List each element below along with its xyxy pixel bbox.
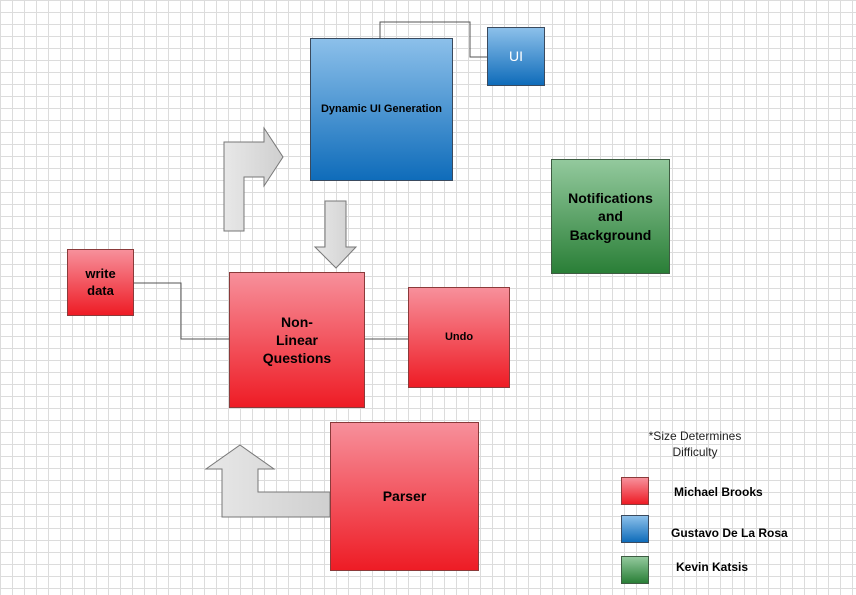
legend-swatch-michael-brooks xyxy=(621,477,649,505)
bent-arrow-up-left-icon xyxy=(204,444,331,518)
node-label: UI xyxy=(509,48,523,65)
legend-note: *Size Determines Difficulty xyxy=(648,429,742,459)
legend-label-michael-brooks: Michael Brooks xyxy=(674,485,763,499)
node-label: Dynamic UI Generation xyxy=(320,103,443,116)
legend-label-gustavo-de-la-rosa: Gustavo De La Rosa xyxy=(671,526,788,540)
legend-swatch-gustavo-de-la-rosa xyxy=(621,515,649,543)
node-label: Undo xyxy=(444,331,474,344)
bent-arrow-up-right-icon xyxy=(223,126,284,232)
node-ui[interactable]: UI xyxy=(487,27,545,86)
node-notifications-background[interactable]: Notifications and Background xyxy=(551,159,670,274)
node-undo[interactable]: Undo xyxy=(408,287,510,388)
connector-write-data-to-non-linear xyxy=(134,282,229,340)
node-label: Parser xyxy=(382,488,427,505)
down-arrow-icon xyxy=(313,200,358,269)
connector-dynamic-ui-to-ui xyxy=(379,21,487,58)
node-dynamic-ui-generation[interactable]: Dynamic UI Generation xyxy=(310,38,453,181)
node-label: Notifications and Background xyxy=(568,190,653,243)
node-label: write data xyxy=(85,265,116,298)
legend-label-kevin-katsis: Kevin Katsis xyxy=(676,560,749,574)
legend-swatch-kevin-katsis xyxy=(621,556,649,584)
node-non-linear-questions[interactable]: Non- Linear Questions xyxy=(229,272,365,408)
node-parser[interactable]: Parser xyxy=(330,422,479,571)
node-label: Non- Linear Questions xyxy=(262,313,332,367)
node-write-data[interactable]: write data xyxy=(67,249,134,316)
